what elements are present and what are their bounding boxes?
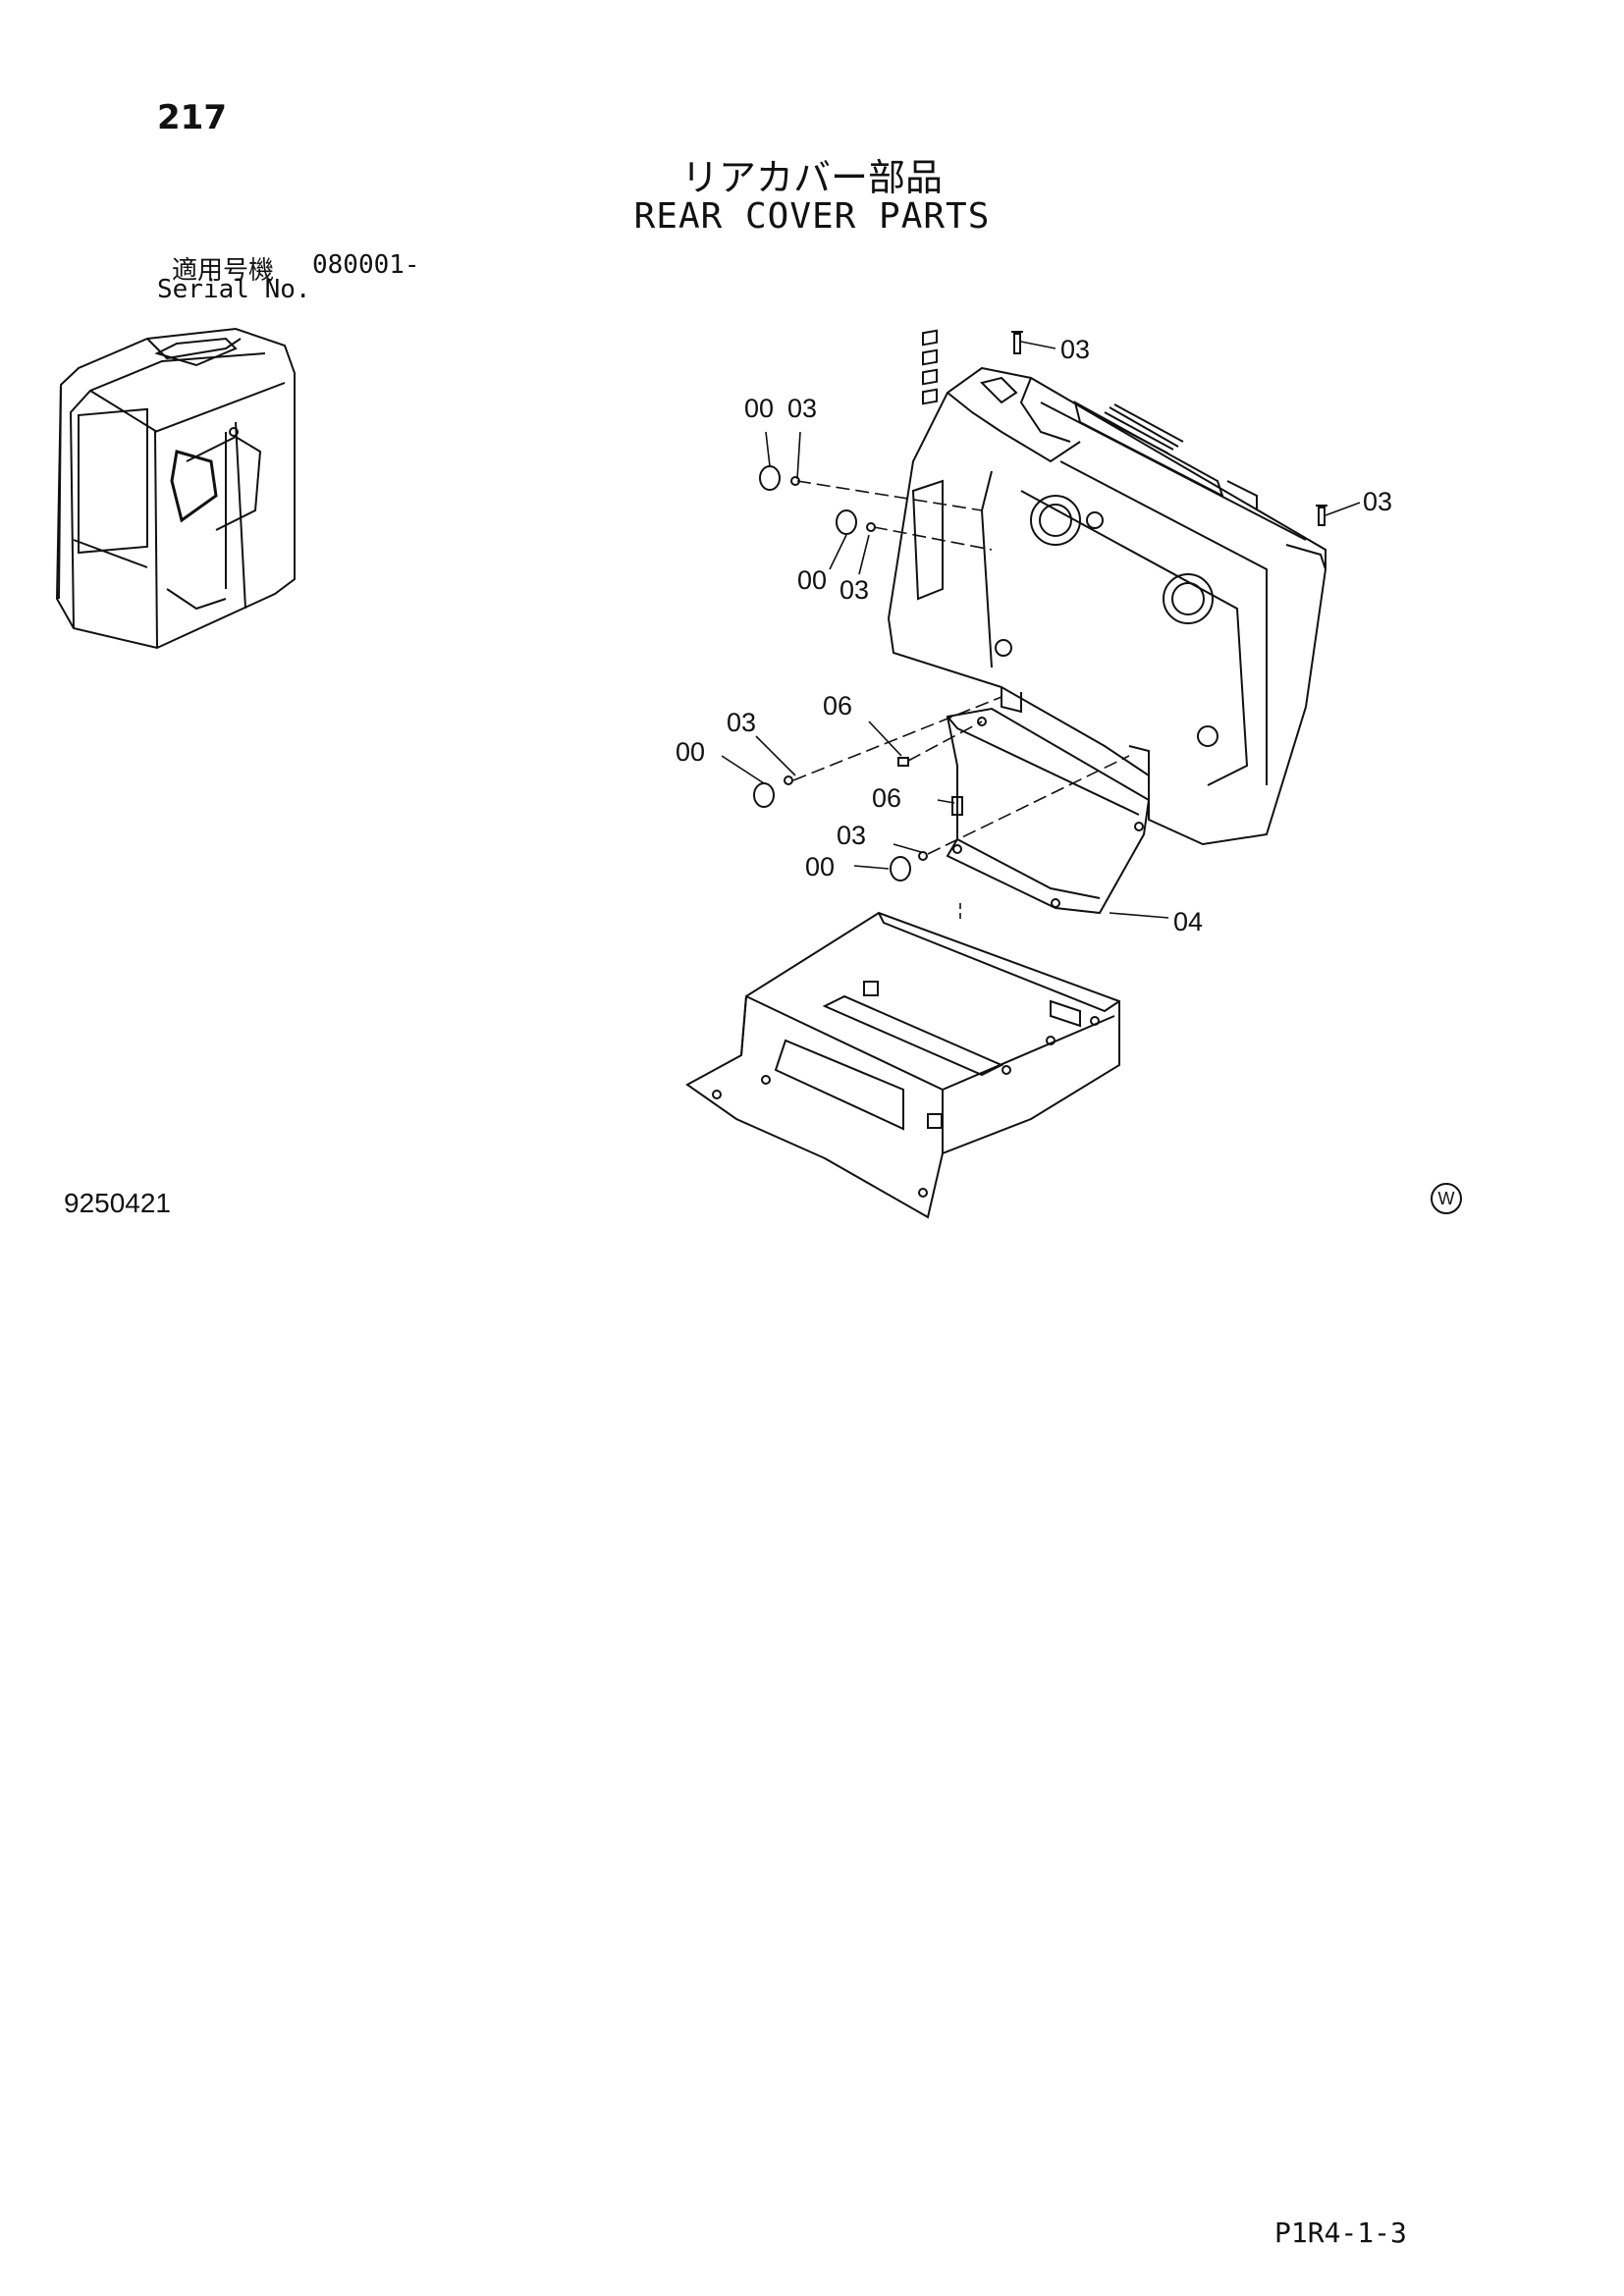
leader-lines (721, 341, 1361, 923)
page-title-english: REAR COVER PARTS (633, 196, 991, 237)
page-title-japanese: リアカバー部品 (680, 156, 943, 199)
floor-base-frame (685, 911, 1120, 1219)
document-number: 9250421 (64, 1188, 172, 1218)
callout-cap-upper: 00 (744, 394, 774, 423)
callout-top-screw: 03 (1060, 335, 1090, 364)
serial-label-english: Serial No. (157, 275, 311, 304)
cab-overview-illustration (55, 327, 296, 650)
page-number: 217 (157, 98, 227, 137)
callout-screw-left: 03 (727, 708, 756, 737)
circled-w-mark: W (1431, 1183, 1462, 1214)
callout-bolt-b: 06 (872, 783, 901, 813)
callout-bracket: 04 (1173, 907, 1203, 936)
callout-cap-mid: 00 (797, 565, 827, 595)
callout-cap-lower: 00 (805, 852, 835, 881)
callout-screw-mid: 03 (839, 575, 869, 605)
parts-diagram: 03 03 00 03 00 03 06 03 00 06 03 00 04 (55, 327, 1392, 1219)
serial-label-japanese: 適用号機 (172, 256, 275, 286)
callout-bolt-a: 06 (823, 691, 852, 721)
callout-cap-left: 00 (676, 737, 705, 767)
serial-range: 080001- (312, 250, 420, 280)
callout-screw-upper: 03 (787, 394, 817, 423)
rear-cover-panel (887, 329, 1326, 846)
page-code: P1R4-1-3 (1274, 2216, 1407, 2249)
callout-screw-lower: 03 (837, 821, 866, 850)
bracket-part (946, 707, 1151, 915)
callout-right-screw: 03 (1363, 487, 1392, 516)
